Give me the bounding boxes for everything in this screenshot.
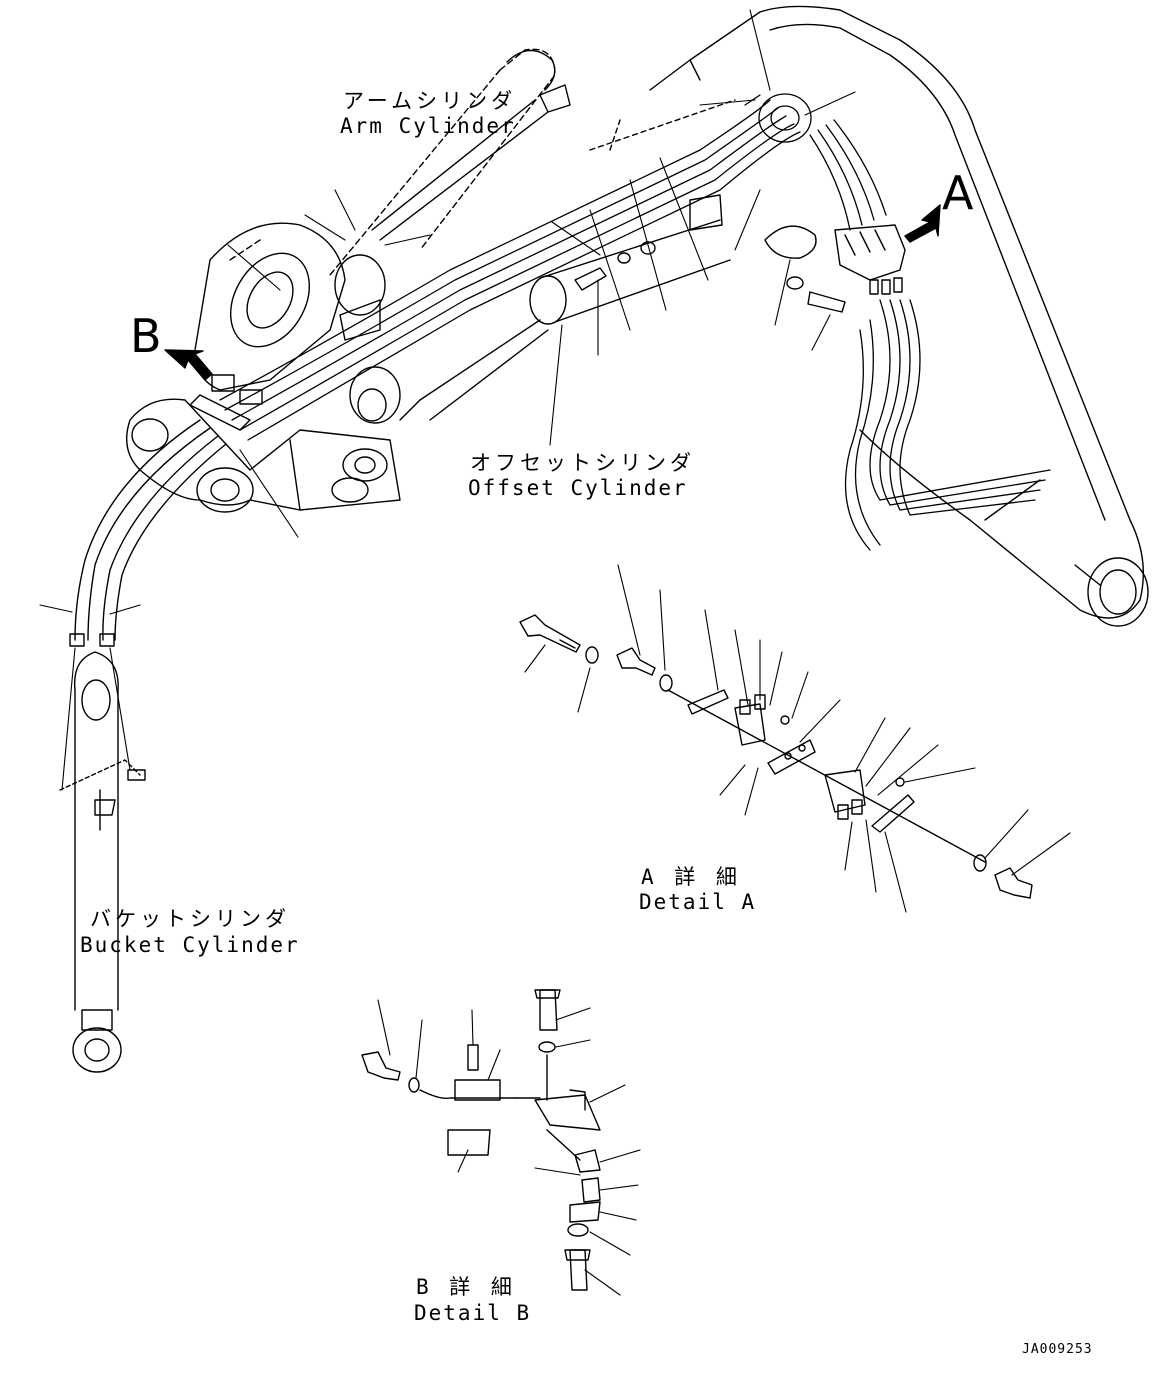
offset-cylinder-label-jp: オフセットシリンダ xyxy=(470,451,695,475)
hose-bundle xyxy=(219,93,1051,551)
offset-cylinder-label-en: Offset Cylinder xyxy=(468,476,688,500)
callout-b: B xyxy=(130,309,162,363)
bucket-cylinder-label-en: Bucket Cylinder xyxy=(80,933,300,957)
detail-b-label-jp: B 詳 細 xyxy=(416,1275,516,1299)
view-arrow-a xyxy=(904,204,941,243)
detail-a-label-en: Detail A xyxy=(639,890,757,914)
bucket-cylinder-body xyxy=(59,651,146,1073)
leader-lines xyxy=(39,9,1071,1296)
valve-block-a-assembled xyxy=(764,224,906,313)
view-arrow-b xyxy=(164,349,213,381)
bucket-cylinder-label-jp: バケットシリンダ xyxy=(90,907,290,931)
arm-cylinder-label-jp: アームシリンダ xyxy=(343,89,517,113)
boom-clamps xyxy=(189,194,723,431)
arm-body xyxy=(649,5,1149,627)
arm-cylinder-outline xyxy=(229,48,556,276)
boom-pivot-block xyxy=(126,222,421,513)
arm-cylinder-body xyxy=(371,49,571,241)
detail-a-label-jp: A 詳 細 xyxy=(641,865,741,889)
detail-b-label-en: Detail B xyxy=(414,1301,532,1325)
detail-a-exploded xyxy=(519,614,1033,899)
bucket-hoses xyxy=(69,419,227,647)
arm-cylinder-label-en: Arm Cylinder xyxy=(340,114,516,138)
detail-b-exploded xyxy=(361,989,601,1291)
callout-a: A xyxy=(942,166,974,220)
document-id: JA009253 xyxy=(1022,1342,1093,1357)
offset-cylinder-body xyxy=(419,99,736,421)
